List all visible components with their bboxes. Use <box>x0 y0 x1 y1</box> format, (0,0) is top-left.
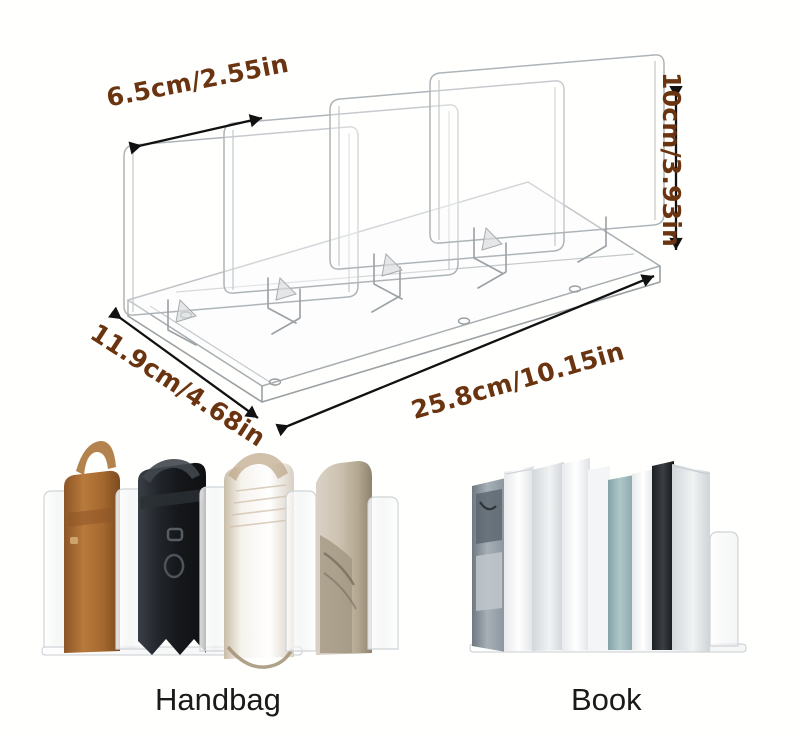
book-item-gray-photo <box>472 478 506 652</box>
book-cover-photo <box>476 489 502 544</box>
base-screw-hole <box>179 311 193 319</box>
book-item-white-5 <box>672 464 710 652</box>
base-screw-hole <box>568 285 582 293</box>
dimension-label-height: 10cm/3.93in <box>657 72 686 248</box>
caption-book: Book <box>571 682 642 717</box>
acrylic-divider <box>285 490 317 652</box>
handbag-item-beige <box>316 461 372 655</box>
panel-gusset <box>481 226 503 251</box>
handbag-handle <box>76 440 116 475</box>
handbag-item-white <box>224 453 294 669</box>
handbag-quilting <box>142 459 200 483</box>
divider-panel-2 <box>223 104 459 324</box>
caption-handbag: Handbag <box>155 682 281 717</box>
handbag-item-tan <box>64 440 120 653</box>
handbag-chain-strap <box>226 645 294 669</box>
clutch-fold <box>320 535 352 653</box>
panel-gusset <box>275 276 297 301</box>
dimension-line-width <box>128 114 263 155</box>
book-item-dark-spine <box>652 461 674 650</box>
clutch-chain <box>323 551 356 586</box>
book-usage-photo <box>469 458 747 653</box>
book-item-teal <box>608 475 634 650</box>
acrylic-divider <box>367 496 399 650</box>
handbag-trim <box>228 453 288 481</box>
book-item-white-2 <box>562 458 590 651</box>
handbag-clasp <box>70 537 78 544</box>
handbag-ring <box>163 553 185 579</box>
book-item-white-4 <box>632 469 654 650</box>
dimension-label-length: 25.8cm/10.15in <box>408 336 628 425</box>
handbag-flap <box>68 507 118 527</box>
book-item-white <box>504 466 534 652</box>
book-item-white-3 <box>588 466 610 651</box>
handbag-item-black <box>138 459 206 655</box>
handbag-pleats <box>229 484 291 528</box>
handbag-usage-photo <box>41 440 399 669</box>
book-item-light-gray <box>532 462 564 651</box>
base-screw-hole <box>457 317 471 325</box>
divider-panel-1 <box>123 126 359 346</box>
dimension-label-width: 6.5cm/2.55in <box>104 48 291 113</box>
handbag-buckle <box>166 527 184 542</box>
book-cover-photo <box>476 552 502 611</box>
base-screw-hole <box>268 378 282 386</box>
divider-panel-3 <box>329 80 565 300</box>
panel-gusset <box>175 298 197 323</box>
panel-gusset <box>381 252 403 277</box>
acrylic-divider <box>709 531 739 647</box>
divider-panel-4 <box>429 54 665 274</box>
